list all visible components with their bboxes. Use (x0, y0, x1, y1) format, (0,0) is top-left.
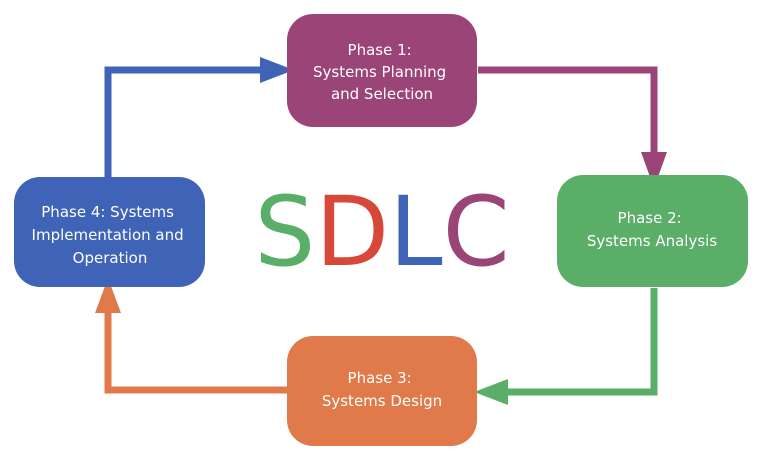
phase-2-label: Phase 2: Systems Analysis (587, 209, 718, 250)
phase-2-line-2: Systems Analysis (587, 232, 718, 250)
phase-1-line-2: Systems Planning (313, 63, 446, 81)
phase-1-line-3: and Selection (331, 85, 433, 103)
phase-3-box: Phase 3: Systems Design (287, 336, 477, 446)
arrow-phase4-to-phase1-head (260, 57, 294, 83)
arrow-phase2-to-phase3 (474, 288, 658, 405)
phase-3-label: Phase 3: Systems Design (322, 369, 442, 410)
arrow-phase2-to-phase3-line (500, 288, 658, 396)
sdlc-title: SDLC (254, 176, 509, 288)
sdlc-letter-d: D (315, 176, 389, 288)
arrow-phase1-to-phase2-line (478, 66, 658, 160)
phase-1-label: Phase 1: Systems Planning and Selection (313, 41, 451, 103)
arrow-phase4-to-phase1 (104, 57, 294, 178)
phase-1-box: Phase 1: Systems Planning and Selection (287, 14, 477, 127)
phase-3-background (287, 336, 477, 446)
phase-1-line-1: Phase 1: (348, 41, 412, 59)
arrow-phase3-to-phase4-line (104, 305, 288, 394)
arrow-phase2-to-phase3-head (474, 379, 508, 405)
arrow-phase4-to-phase1-line (104, 66, 268, 178)
phase-1-background (287, 14, 477, 127)
phase-4-background (14, 177, 205, 287)
arrow-phase3-to-phase4-head (95, 278, 121, 313)
phase-4-box: Phase 4: Systems Implementation and Oper… (14, 177, 205, 287)
sdlc-letter-l: L (389, 176, 442, 288)
phase-4-line-3: Operation (73, 249, 148, 267)
sdlc-letter-s: S (254, 176, 315, 288)
phase-2-line-1: Phase 2: (618, 209, 682, 227)
arrow-phase3-to-phase4 (95, 278, 288, 394)
arrow-phase1-to-phase2 (478, 66, 667, 188)
phase-2-box: Phase 2: Systems Analysis (557, 175, 748, 287)
arrow-phase1-to-phase2-head (641, 152, 667, 188)
phase-2-background (557, 175, 748, 287)
phase-4-label: Phase 4: Systems Implementation and Oper… (32, 203, 189, 267)
phase-4-line-1: Phase 4: Systems (41, 203, 174, 221)
phase-4-line-2: Implementation and (32, 226, 184, 244)
phase-3-line-2: Systems Design (322, 392, 442, 410)
phase-3-line-1: Phase 3: (348, 369, 412, 387)
sdlc-letter-c: C (443, 176, 510, 288)
